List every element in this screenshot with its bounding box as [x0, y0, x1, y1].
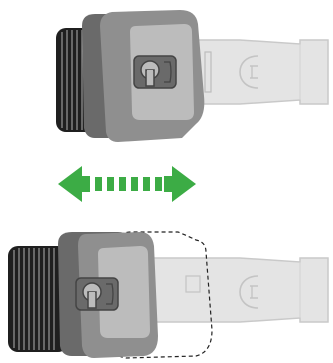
bottom-housing — [58, 232, 158, 358]
bottom-bristles — [8, 246, 68, 352]
top-latch-icon — [133, 55, 177, 89]
dashed-housing-outline — [105, 231, 213, 359]
top-brush-attachment — [56, 10, 329, 142]
bottom-nozzle-body — [119, 257, 329, 323]
double-arrow-icon — [58, 166, 196, 202]
bottom-brush-attachment — [8, 231, 329, 359]
bottom-latch-icon — [75, 277, 119, 311]
